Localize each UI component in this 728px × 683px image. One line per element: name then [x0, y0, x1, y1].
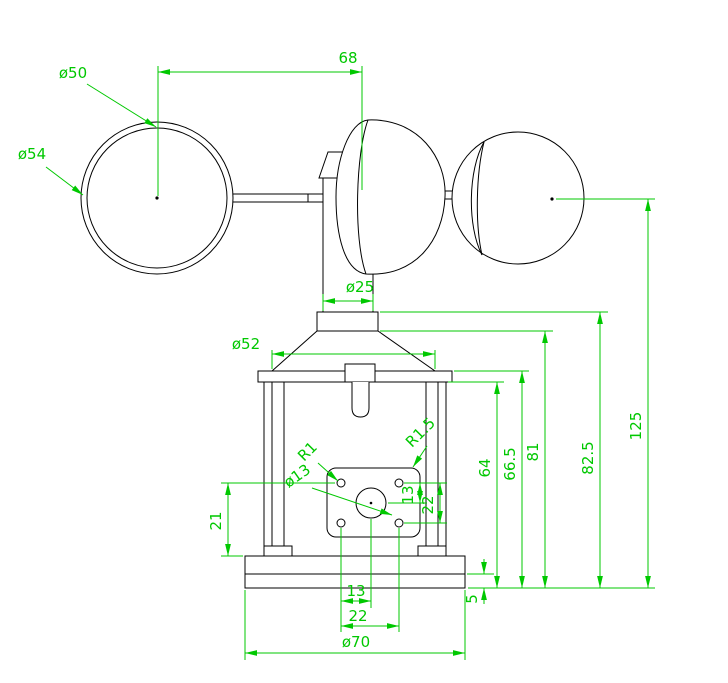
dim-label: 22 [348, 607, 367, 625]
dim-label: 64 [476, 458, 494, 477]
corner-hole [336, 518, 346, 528]
leader-line [86, 83, 157, 128]
dim-cup-outer-dia: ø54 [18, 145, 84, 196]
middle-cup-rim [357, 119, 369, 275]
dim-label: ø25 [346, 278, 374, 296]
dim-base-lip-5: 5 [463, 559, 494, 604]
corner-hole [394, 478, 404, 488]
left-cup-center-mark [155, 196, 159, 200]
right-cup-center-mark [550, 197, 554, 201]
right-cup-rim-inner [476, 141, 485, 256]
leader-line [317, 462, 339, 482]
dim-holes-horizontal-22: 22 [341, 528, 400, 632]
dim-cone-dia: ø52 [232, 335, 436, 369]
corner-hole [394, 518, 404, 528]
dim-label: ø52 [232, 335, 260, 353]
dim-height-82-5: 82.5 [380, 311, 608, 588]
dim-label: ø70 [342, 633, 370, 651]
dim-label: ø50 [59, 64, 87, 82]
dim-cup-inner-dia: ø50 [59, 64, 157, 128]
right-cup-rim-outer [470, 141, 485, 256]
dim-label: 125 [627, 412, 645, 441]
dim-base-dia-70: ø70 [244, 590, 466, 660]
dim-plate-offset-21: 21 [207, 482, 335, 557]
dim-label: 13 [346, 582, 365, 600]
dim-height-66-5: 66.5 [454, 370, 529, 588]
dim-neck-dia: ø25 [322, 278, 374, 311]
dim-span-68: 68 [157, 49, 363, 196]
dim-holes-vertical-22: 22 [404, 483, 447, 524]
dim-label: ø54 [18, 145, 46, 163]
dim-holes-horizontal-13: 13 [340, 519, 372, 632]
dim-overall-height: 125 [468, 198, 655, 589]
leader-line [45, 166, 84, 196]
anemometer-geometry [80, 119, 585, 589]
corner-hole [336, 478, 346, 488]
dim-label: 5 [463, 594, 481, 604]
middle-cup [335, 119, 446, 275]
dim-label: 81 [524, 442, 542, 461]
leader-line [412, 445, 428, 468]
leader-line [311, 487, 393, 516]
base-flange [244, 555, 466, 589]
dim-label: 13 [399, 485, 417, 504]
right-foot [417, 545, 447, 557]
dim-height-81: 81 [380, 330, 553, 588]
left-foot [263, 545, 293, 557]
dim-label: 21 [207, 511, 225, 530]
dim-label: 66.5 [501, 447, 519, 480]
top-tab [344, 363, 376, 383]
dim-label: 22 [419, 495, 437, 514]
right-cup [451, 131, 585, 265]
dim-label: 82.5 [579, 441, 597, 474]
dim-height-64: 64 [448, 381, 504, 588]
dim-label: 68 [338, 49, 357, 67]
shaft-housing [351, 382, 370, 418]
neck-collar [316, 311, 379, 332]
center-hole-mark [369, 501, 373, 505]
